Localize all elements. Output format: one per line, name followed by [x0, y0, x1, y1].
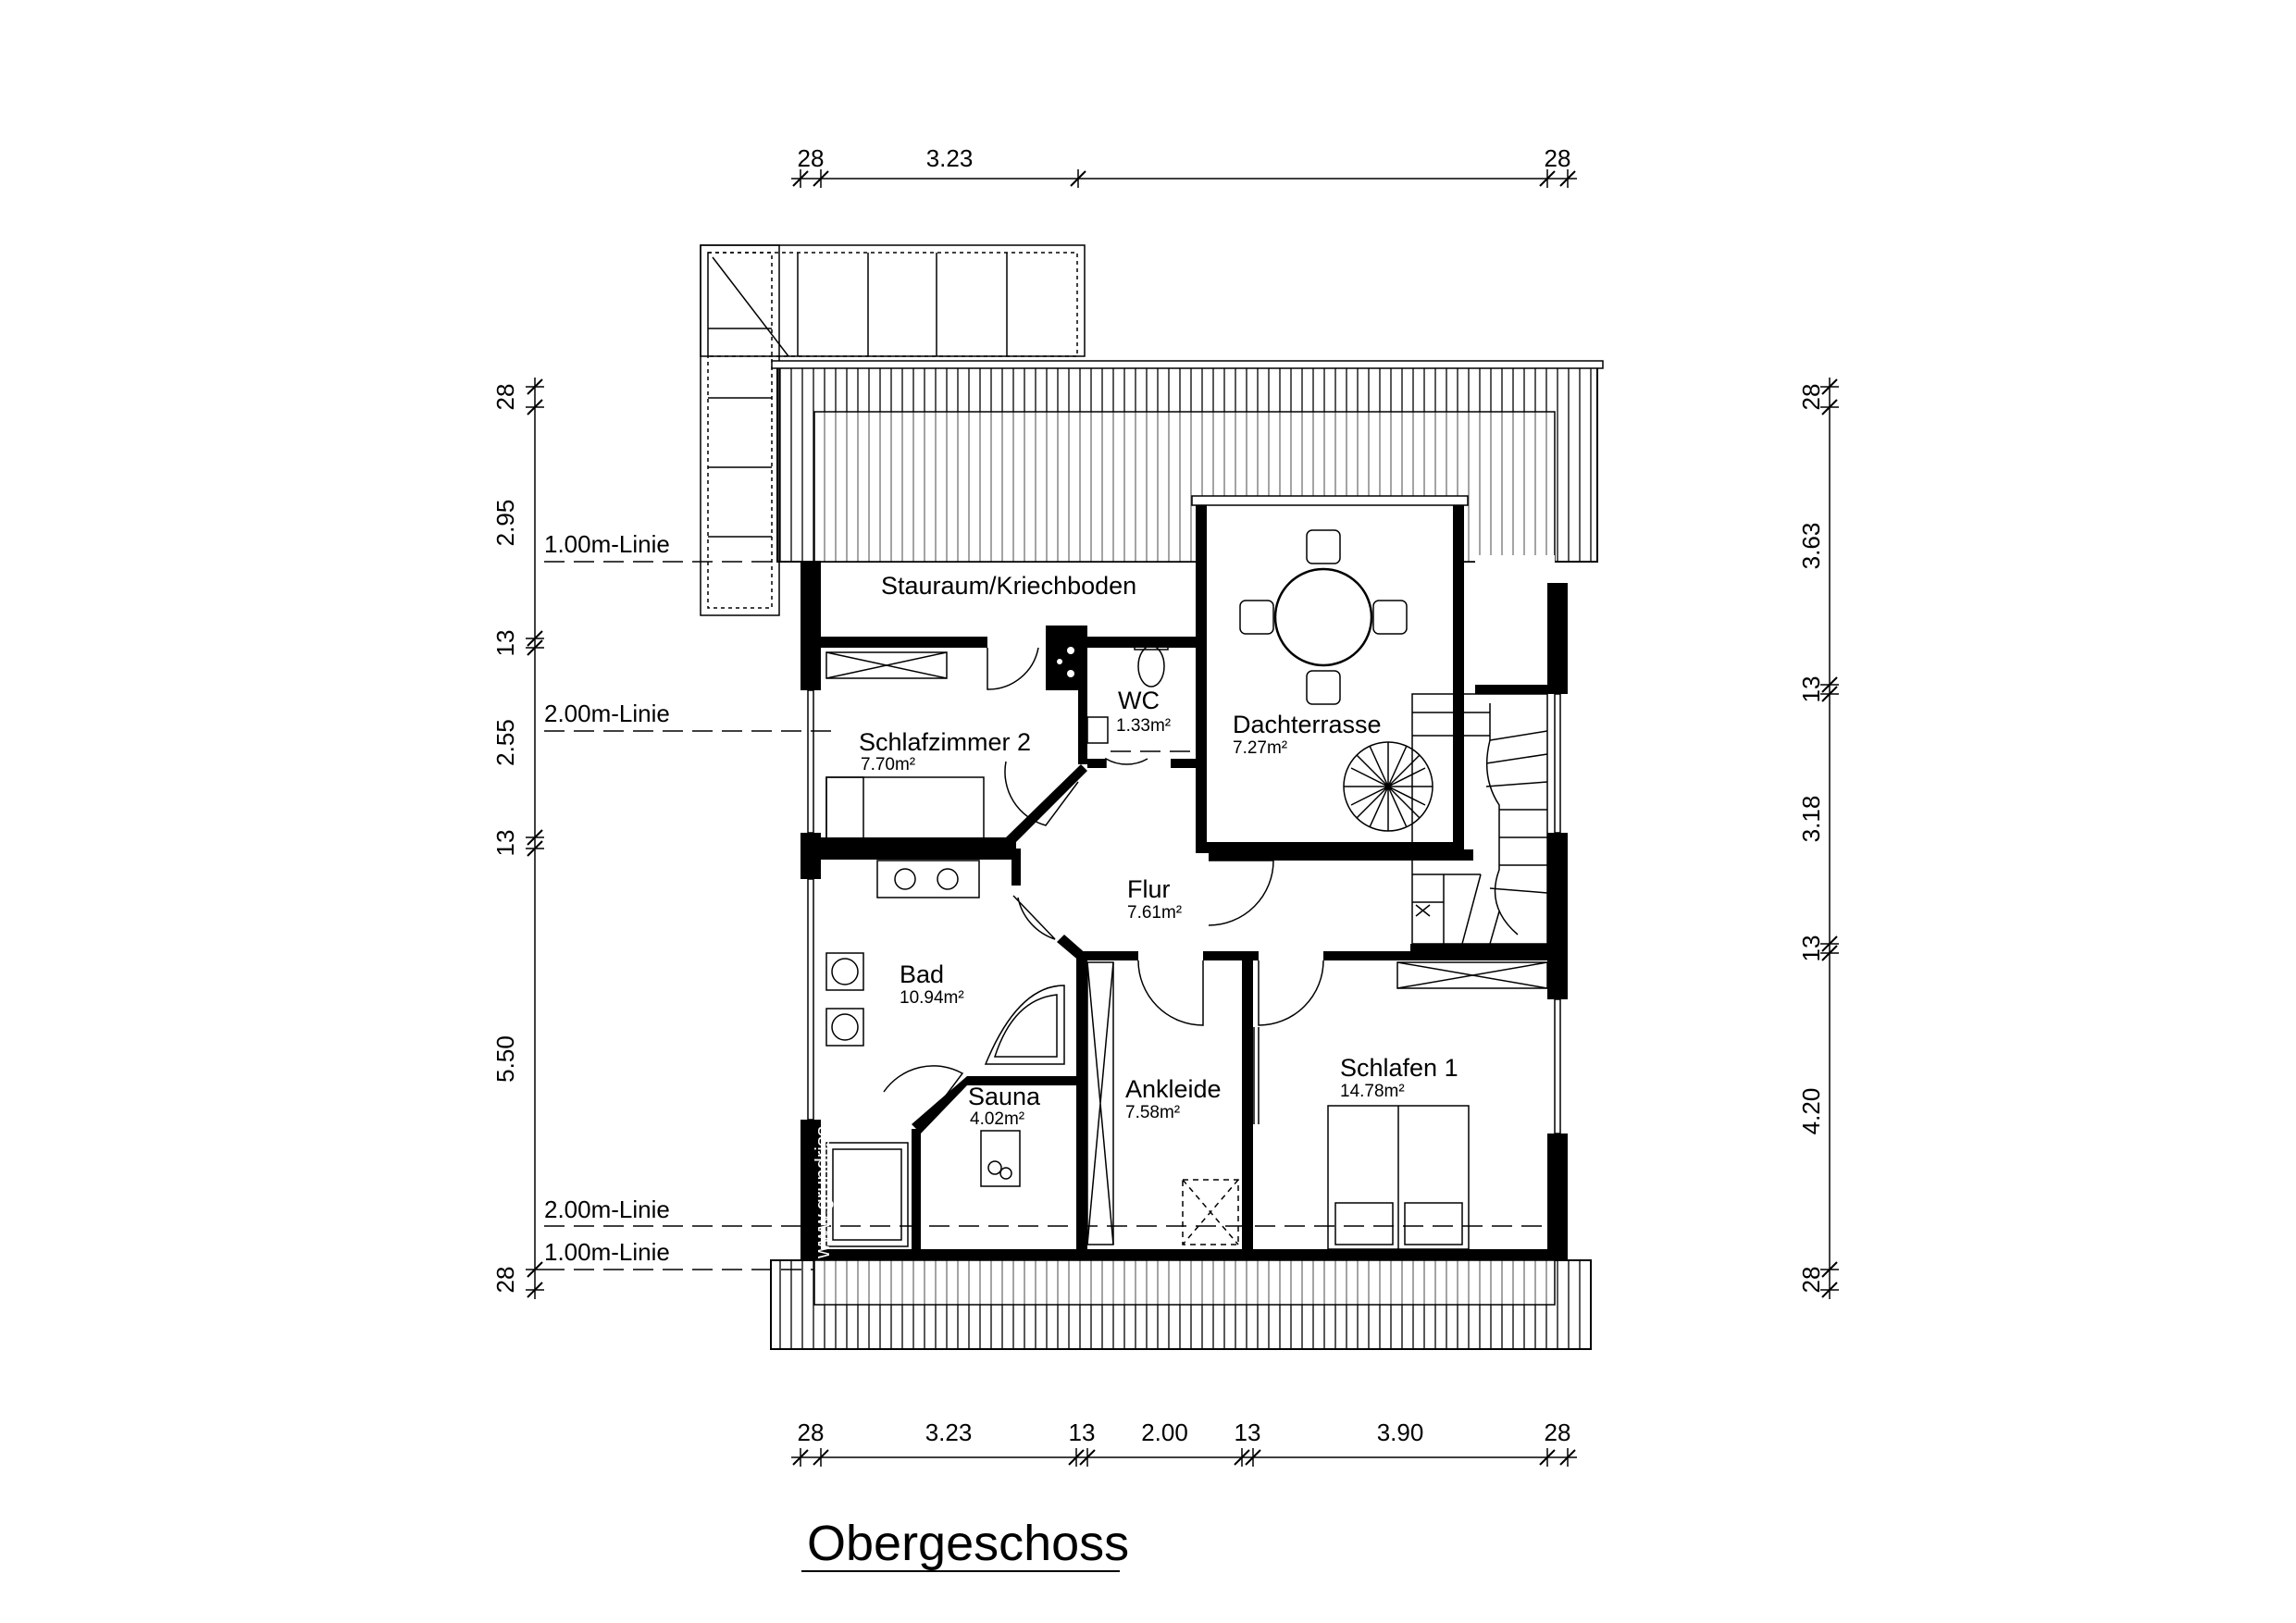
right-dimension-label: 28 [1797, 384, 1825, 411]
bottom-dimension-label: 13 [1069, 1419, 1096, 1446]
watermark: www.grundriss.com [811, 1082, 834, 1259]
glass-canopy [700, 244, 1086, 616]
doors [883, 647, 1324, 1111]
room-dachterrasse-area: 7.27m² [1233, 738, 1287, 758]
height-line-bottom-200: 2.00m-Linie [544, 1196, 670, 1223]
furniture [825, 529, 1548, 1250]
plan-title: Obergeschoss [807, 1516, 1129, 1571]
room-stauraum-name: Stauraum/Kriechboden [881, 572, 1136, 600]
right-dimension-label: 28 [1797, 1267, 1825, 1294]
staircase [1411, 693, 1548, 945]
dimension-chains: 28 3.23 28 28 3.23 13 2.00 13 3.90 28 28 2.95 13 2.55… [491, 144, 1839, 1467]
left-dimension-label: 2.55 [491, 719, 519, 766]
room-schlafen1-name: Schlafen 1 [1340, 1054, 1458, 1082]
exterior-walls [800, 561, 1568, 1260]
room-schlafen1-area: 14.78m² [1340, 1082, 1405, 1101]
height-line-bottom-100: 1.00m-Linie [544, 1238, 670, 1266]
bottom-dimension-label: 28 [1545, 1419, 1571, 1446]
left-dimension-label: 13 [491, 830, 519, 857]
room-flur-name: Flur [1127, 875, 1171, 903]
left-dimension-label: 28 [491, 1267, 519, 1294]
top-dimension-label: 28 [1545, 144, 1571, 172]
room-bad-name: Bad [900, 960, 944, 988]
bottom-dimension-label: 13 [1235, 1419, 1261, 1446]
bottom-dimension-label: 28 [798, 1419, 825, 1446]
plant-icon [1343, 741, 1433, 832]
room-ankleide-area: 7.58m² [1125, 1103, 1180, 1122]
left-dimension-label: 2.95 [491, 500, 519, 547]
room-sauna-name: Sauna [968, 1083, 1041, 1110]
height-lines: 1.00m-Linie 2.00m-Linie 2.00m-Linie 1.00… [544, 530, 1547, 1270]
height-line-top-200: 2.00m-Linie [544, 700, 670, 727]
right-dimension-label: 3.63 [1797, 523, 1825, 570]
bottom-dimension-label: 3.90 [1377, 1419, 1424, 1446]
room-sauna-area: 4.02m² [970, 1109, 1024, 1129]
room-labels: Stauraum/Kriechboden Schlafzimmer 2 7.70… [859, 572, 1458, 1129]
left-dimension-label: 28 [491, 384, 519, 411]
right-dimension-label: 13 [1797, 676, 1825, 703]
terrace-outline [1191, 495, 1469, 853]
room-dachterrasse-name: Dachterrasse [1233, 711, 1382, 738]
left-dimension-label: 5.50 [491, 1035, 519, 1083]
room-bad-area: 10.94m² [900, 988, 964, 1008]
room-wc-name: WC [1118, 687, 1160, 714]
roof-upper [771, 360, 1604, 685]
room-flur-area: 7.61m² [1127, 903, 1182, 923]
top-dimension-label: 28 [798, 144, 825, 172]
room-schlafzimmer2-area: 7.70m² [861, 755, 915, 774]
room-wc-area: 1.33m² [1116, 716, 1171, 736]
right-dimension-label: 4.20 [1797, 1088, 1825, 1135]
height-line-top-100: 1.00m-Linie [544, 530, 670, 558]
top-dimension-label: 3.23 [926, 144, 974, 172]
bottom-dimension-label: 2.00 [1141, 1419, 1188, 1446]
left-dimension-label: 13 [491, 630, 519, 657]
right-dimension-label: 13 [1797, 935, 1825, 962]
room-ankleide-name: Ankleide [1125, 1075, 1222, 1103]
bottom-dimension-label: 3.23 [925, 1419, 973, 1446]
right-dimension-label: 3.18 [1797, 796, 1825, 843]
room-schlafzimmer2-name: Schlafzimmer 2 [859, 728, 1031, 756]
roof-lower [770, 1259, 1592, 1350]
